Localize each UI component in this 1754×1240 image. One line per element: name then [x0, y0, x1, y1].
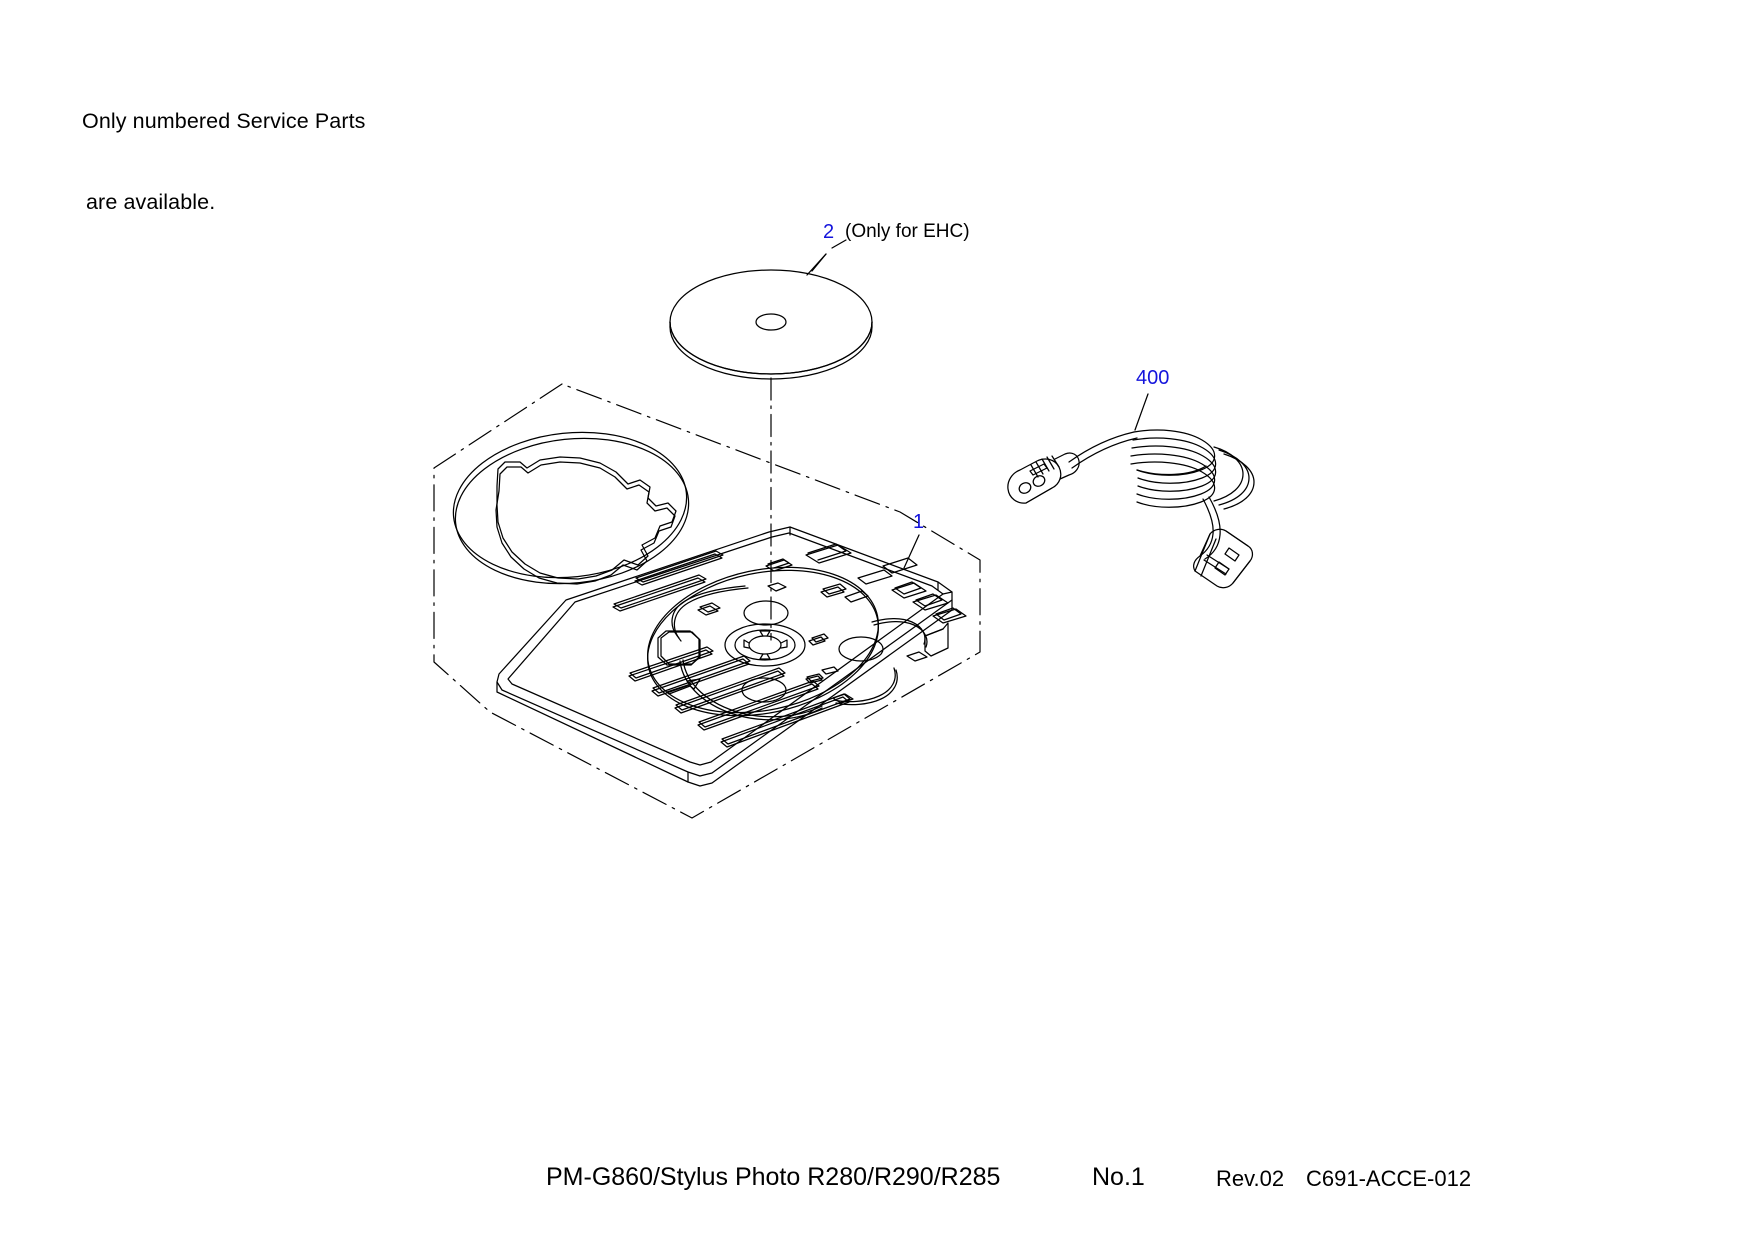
footer-document-code: C691-ACCE-012 [1306, 1166, 1472, 1191]
cd-tray-guide-ring [452, 431, 690, 585]
cd-dvd-tray-assembly [496, 526, 967, 787]
callout-400-leader-line [1134, 393, 1149, 431]
callout-label-400: 400 [1136, 367, 1170, 389]
ac-power-cable [1007, 429, 1255, 589]
callout-label-2: 2 [823, 221, 835, 243]
callout-1-leader-line [903, 534, 920, 569]
callout-label-1: 1 [913, 511, 925, 533]
printer-body-phantom-outline [433, 383, 981, 819]
callout-2-annotation: (Only for EHC) [845, 221, 970, 242]
footer-model-name: PM-G860/Stylus Photo R280/R290/R285 [546, 1163, 1001, 1191]
footer-page-number: No.1 [1092, 1163, 1145, 1191]
footer-revision: Rev.02 [1216, 1166, 1285, 1191]
service-parts-note-line-1: Only numbered Service Parts [82, 109, 366, 133]
callout-2-leader-line [806, 239, 847, 276]
cd-dvd-printable-disc [669, 269, 873, 380]
service-parts-note-line-2: are available. [86, 190, 216, 214]
service-parts-note: Only numbered Service Parts are availabl… [82, 54, 366, 270]
